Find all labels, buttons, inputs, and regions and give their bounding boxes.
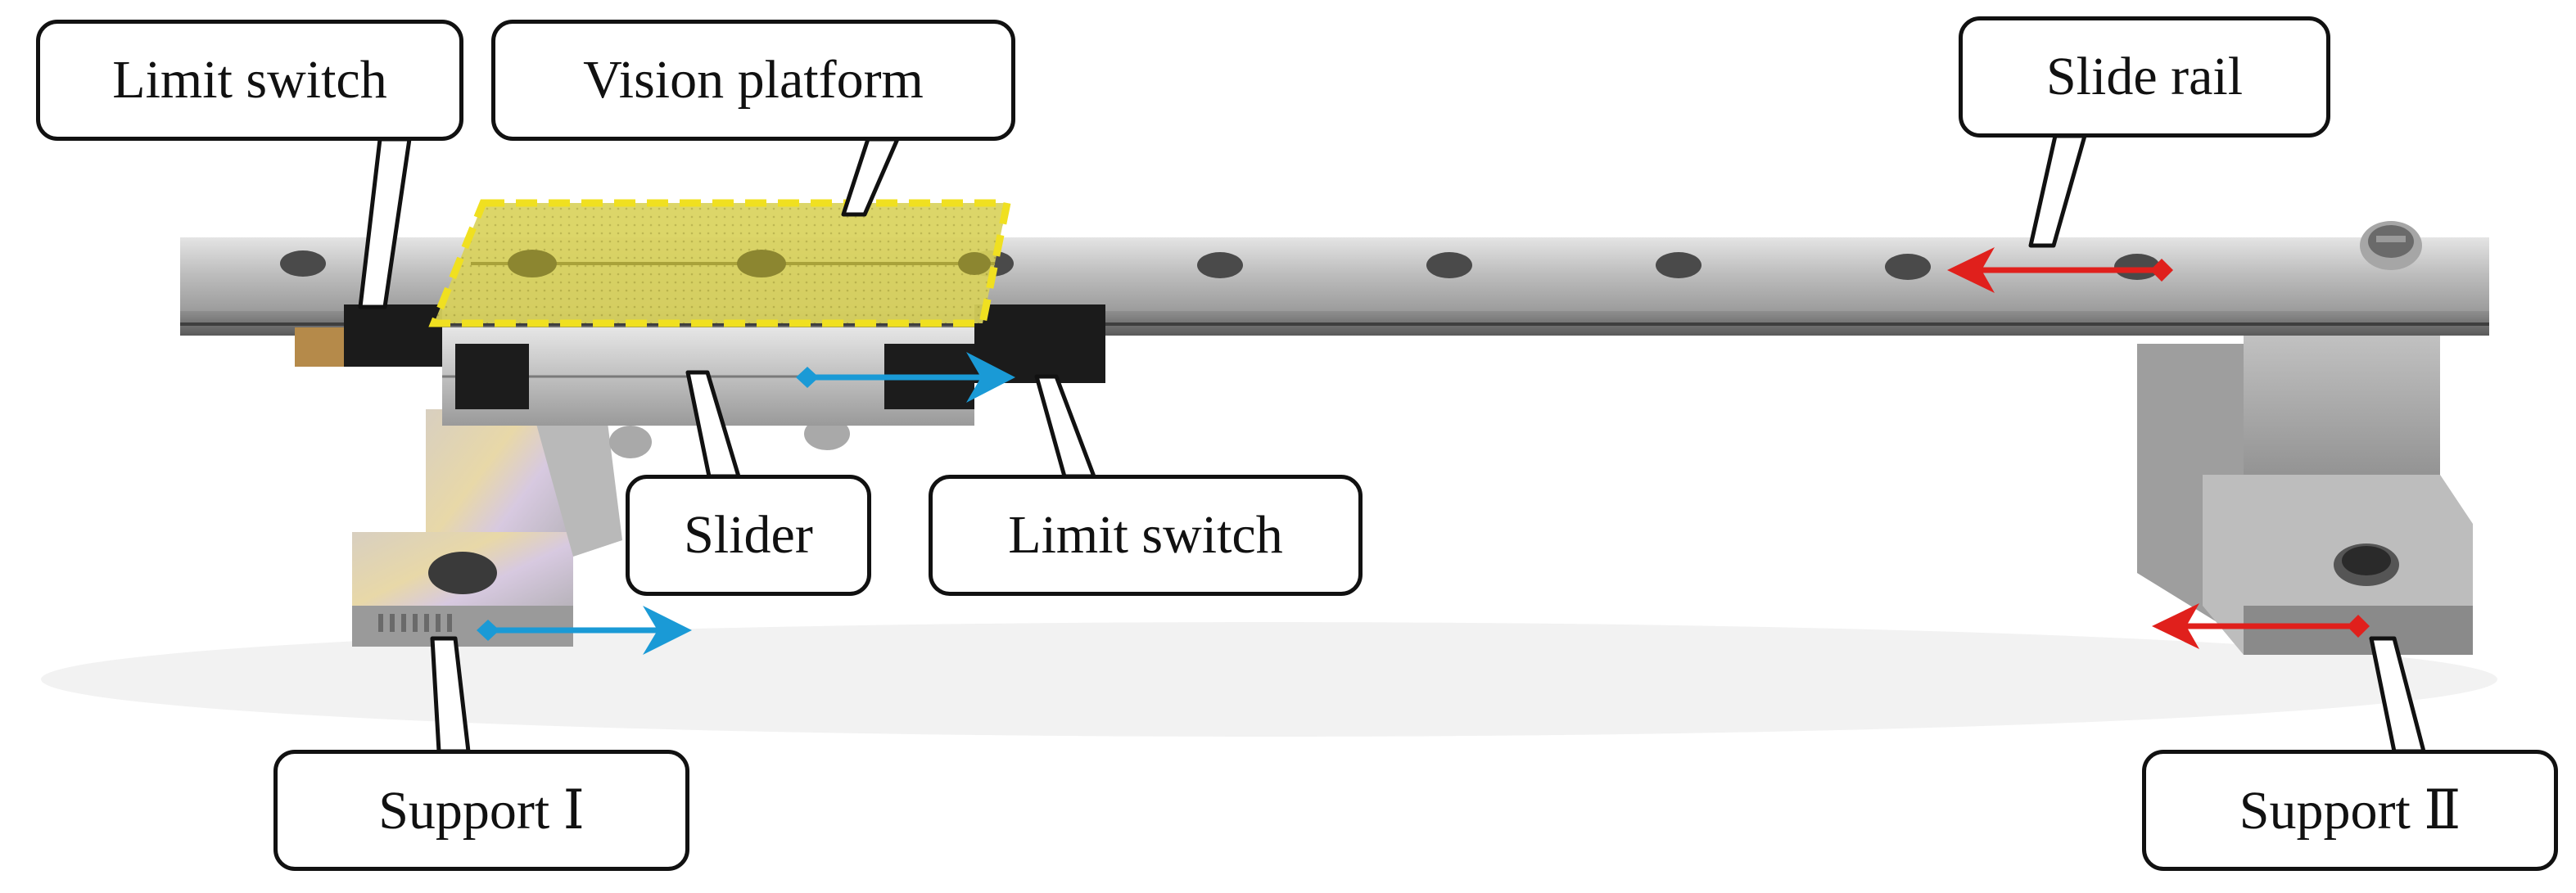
label-slider-text: Slider	[684, 505, 813, 565]
label-support-2-text: Support Ⅱ	[2239, 781, 2461, 841]
label-limit-switch-top: Limit switch	[36, 20, 463, 141]
label-limit-switch-top-text: Limit switch	[112, 50, 387, 110]
support-2-bracket	[2137, 311, 2473, 655]
label-support-1: Support Ⅰ	[273, 750, 689, 871]
label-support-2: Support Ⅱ	[2142, 750, 2558, 871]
rail-end-screw	[2360, 221, 2422, 270]
label-limit-switch-bottom: Limit switch	[929, 475, 1363, 596]
label-slide-rail-text: Slide rail	[2045, 47, 2244, 106]
red-arrow-support-2	[2152, 603, 2370, 649]
red-arrow-rail	[1947, 247, 2173, 293]
rail-holes	[280, 250, 2160, 280]
label-slide-rail: Slide rail	[1959, 16, 2330, 138]
ground-shadow	[41, 622, 2497, 737]
vision-platform	[428, 199, 1012, 327]
blue-arrow-slider	[796, 352, 1015, 403]
blue-arrow-support	[477, 606, 692, 655]
support-1-bracket	[352, 409, 850, 647]
label-limit-switch-bottom-text: Limit switch	[1008, 505, 1283, 565]
limit-switch-left	[295, 304, 442, 367]
label-vision-platform: Vision platform	[491, 20, 1015, 141]
label-vision-platform-text: Vision platform	[583, 50, 924, 110]
support-1-slots	[378, 614, 452, 632]
label-slider: Slider	[626, 475, 871, 596]
label-support-1-text: Support Ⅰ	[378, 781, 585, 841]
